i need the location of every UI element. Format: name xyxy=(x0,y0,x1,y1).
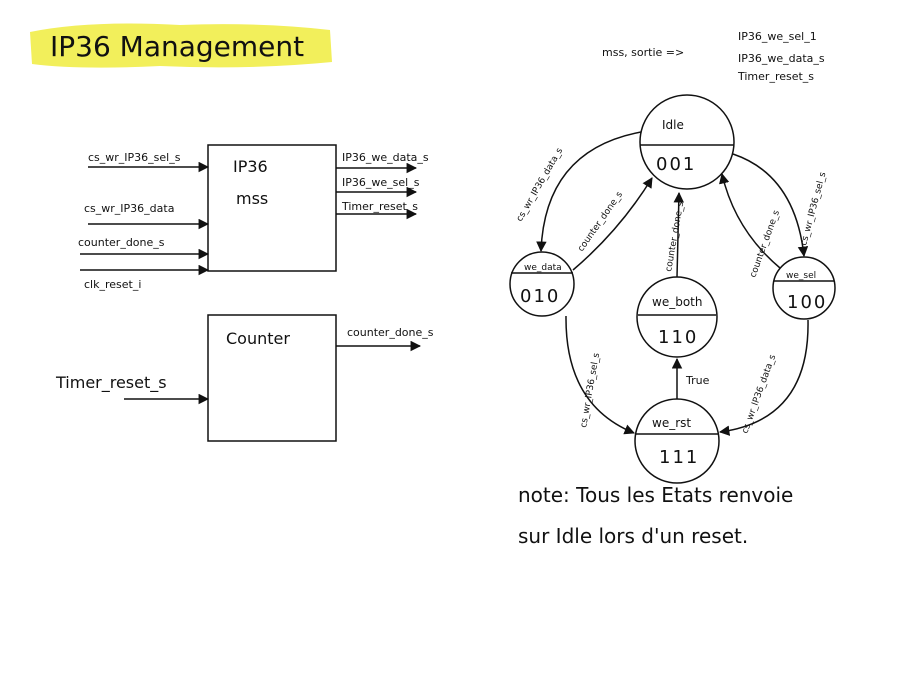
state-we-data-name: we_data xyxy=(524,263,562,273)
state-idle-code: 001 xyxy=(656,154,696,175)
transition-label-we-sel-to-we-rst: cs_wr_IP36_data_s xyxy=(740,353,778,435)
reset-note-line-1: note: Tous les Etats renvoie xyxy=(518,483,793,507)
mss-output-label-1: IP36_we_data_s xyxy=(342,151,429,164)
transition-label-idle-to-we-sel: cs_wr_IP36_sel_s xyxy=(799,171,828,247)
mss-block-title: IP36 xyxy=(233,157,268,176)
state-we-both-code: 110 xyxy=(658,327,698,348)
mss-output-label-2: IP36_we_sel_s xyxy=(342,176,420,189)
transition-label-we-both-to-idle: counter_done_s xyxy=(664,201,686,273)
reset-note-line-2: sur Idle lors d'un reset. xyxy=(518,524,748,548)
mss-input-label-4: clk_reset_i xyxy=(84,278,141,291)
state-we-sel-code: 100 xyxy=(787,292,827,313)
transition-label-we-sel-to-idle: counter_done_s xyxy=(748,209,782,279)
state-we-rst-name: we_rst xyxy=(652,416,691,430)
state-we-both-name: we_both xyxy=(652,295,702,309)
state-we-data-code: 010 xyxy=(520,286,560,307)
mss-input-label-3: counter_done_s xyxy=(78,236,165,249)
mss-block-subtitle: mss xyxy=(236,189,268,208)
transition-label-we-rst-to-we-both: True xyxy=(685,374,710,387)
page-title: IP36 Management xyxy=(50,30,304,63)
state-idle-name: Idle xyxy=(662,118,684,132)
transition-we-sel-to-idle xyxy=(719,172,781,269)
output-note-prefix: mss, sortie => xyxy=(602,46,684,59)
mss-input-label-2: cs_wr_IP36_data xyxy=(84,202,174,215)
counter-output-label: counter_done_s xyxy=(347,326,434,339)
state-idle xyxy=(639,94,735,190)
mss-output-label-3: Timer_reset_s xyxy=(341,200,418,213)
transition-we-data-to-idle xyxy=(572,177,653,271)
state-we-rst-code: 111 xyxy=(659,447,699,468)
output-note-line-3: Timer_reset_s xyxy=(737,70,814,83)
state-we-rst xyxy=(634,398,720,484)
transition-idle-to-we-sel xyxy=(732,153,809,258)
counter-block xyxy=(207,314,337,442)
title-highlight xyxy=(30,23,332,68)
mss-block xyxy=(207,144,337,272)
state-we-sel-name: we_sel xyxy=(786,271,816,281)
mss-input-label-1: cs_wr_IP36_sel_s xyxy=(88,151,181,164)
transition-we-both-to-idle xyxy=(673,191,685,278)
counter-input-label: Timer_reset_s xyxy=(55,373,167,393)
counter-block-title: Counter xyxy=(226,329,290,348)
output-note-line-1: IP36_we_sel_1 xyxy=(738,30,817,43)
transition-we-sel-to-we-rst xyxy=(718,319,809,436)
output-note-line-2: IP36_we_data_s xyxy=(738,52,825,65)
transition-idle-to-we-data xyxy=(536,131,642,253)
transition-we-data-to-we-rst xyxy=(565,315,635,435)
